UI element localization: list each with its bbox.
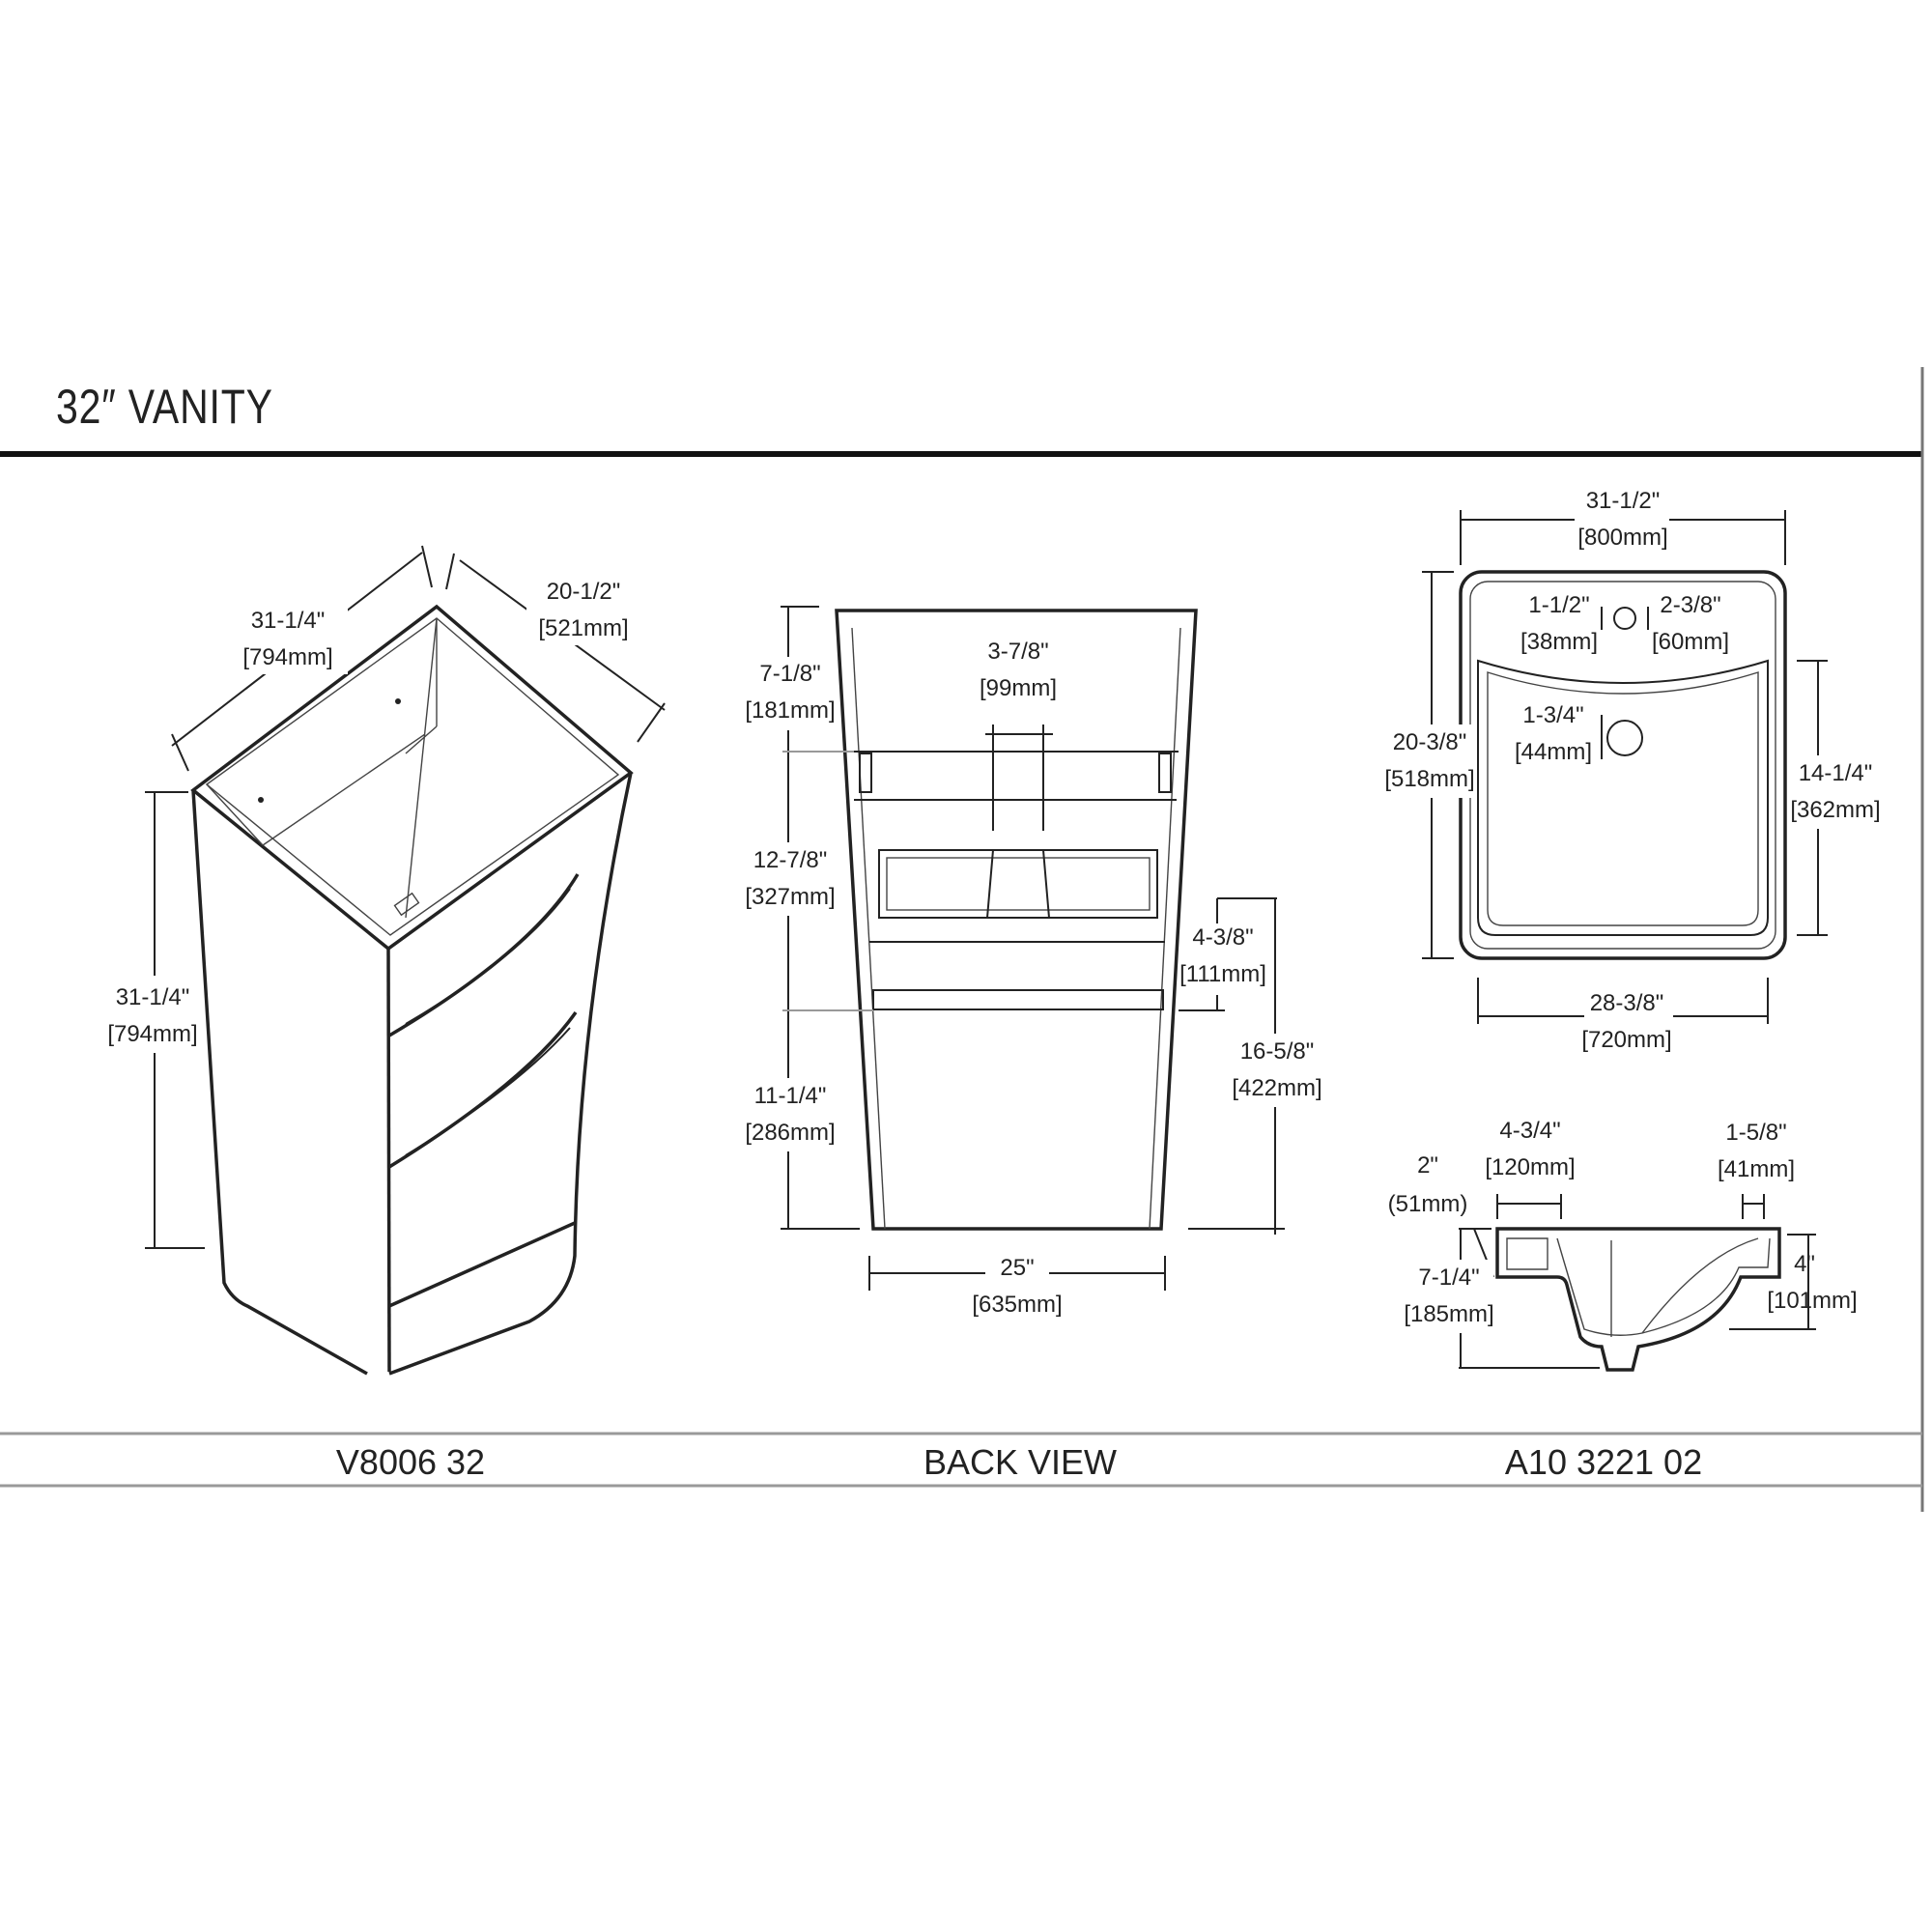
vanity-isometric-view: 31-1/4" [794mm] 20-1/2" [521mm] 31-1/4" … (106, 545, 666, 1376)
faucet-offset-mm-label: [38mm] (1520, 629, 1598, 655)
section-bowl-mm-label: [101mm] (1767, 1288, 1857, 1314)
section-rim-label: 1-5/8" (1725, 1120, 1786, 1146)
sink-top-view: 31-1/2" [800mm] 20-3/8" [518mm] 1-1/2" [… (1383, 483, 1882, 1061)
drain-dia-mm-label: [44mm] (1515, 739, 1592, 765)
sink-depth-mm-label: [518mm] (1384, 766, 1474, 792)
faucet-dia-mm-label: [60mm] (1652, 629, 1729, 655)
back-view-caption: BACK VIEW (923, 1442, 1117, 1482)
section-total-label: 7-1/4" (1418, 1264, 1479, 1291)
back-base-mm-label: [635mm] (972, 1292, 1062, 1318)
drain-hole (1606, 720, 1643, 756)
section-lip-label: 2" (1417, 1152, 1438, 1179)
back-base-label: 25" (1000, 1255, 1034, 1281)
bowl-depth-label: 14-1/4" (1799, 760, 1873, 786)
section-total-mm-label: [185mm] (1404, 1301, 1493, 1327)
faucet-hole (1613, 607, 1636, 630)
back-mid-mm-label: [327mm] (745, 884, 835, 910)
vanity-width-label: 31-1/4" (251, 608, 326, 634)
sink-depth-label: 20-3/8" (1393, 729, 1467, 755)
page-title: 32″ VANITY (56, 380, 273, 434)
section-rim-mm-label: [41mm] (1718, 1156, 1795, 1182)
sink-width-mm-label: [800mm] (1577, 525, 1667, 551)
section-deck-label: 4-3/4" (1499, 1118, 1560, 1144)
faucet-dia-label: 2-3/8" (1660, 592, 1720, 618)
sink-width-label: 31-1/2" (1586, 488, 1661, 514)
back-low-mm-label: [286mm] (745, 1120, 835, 1146)
section-bowl-label: 4" (1794, 1251, 1815, 1277)
vanity-caption: V8006 32 (336, 1442, 485, 1482)
bowl-depth-mm-label: [362mm] (1790, 797, 1880, 823)
sink-caption: A10 3221 02 (1505, 1442, 1702, 1482)
back-drain-mm-label: [99mm] (980, 675, 1057, 701)
bowl-width-mm-label: [720mm] (1581, 1027, 1671, 1053)
back-opening-mm-label: [111mm] (1179, 961, 1266, 987)
faucet-offset-label: 1-1/2" (1528, 592, 1589, 618)
vanity-depth-mm-label: [521mm] (538, 615, 628, 641)
back-view: 7-1/8" [181mm] 12-7/8" [327mm] 11-1/4" [… (744, 606, 1323, 1321)
back-low-label: 11-1/4" (754, 1083, 827, 1109)
vanity-height-mm-label: [794mm] (107, 1021, 197, 1047)
drain-dia-label: 1-3/4" (1522, 702, 1583, 728)
back-drain-label: 3-7/8" (987, 639, 1048, 665)
bowl-width-label: 28-3/8" (1590, 990, 1664, 1016)
section-lip-mm-label: (51mm) (1388, 1191, 1468, 1217)
sink-section-view: 4-3/4" [120mm] 1-5/8" [41mm] 2" (51mm) 7… (1388, 1118, 1858, 1372)
back-opening-label: 4-3/8" (1192, 924, 1253, 951)
back-right-mm-label: [422mm] (1232, 1075, 1321, 1101)
section-deck-mm-label: [120mm] (1485, 1154, 1575, 1180)
back-top-mm-label: [181mm] (745, 697, 835, 724)
vanity-depth-label: 20-1/2" (547, 579, 621, 605)
vanity-width-mm-label: [794mm] (242, 644, 332, 670)
back-right-label: 16-5/8" (1240, 1038, 1315, 1065)
back-top-label: 7-1/8" (759, 661, 820, 687)
back-mid-label: 12-7/8" (753, 847, 828, 873)
vanity-height-label: 31-1/4" (116, 984, 190, 1010)
